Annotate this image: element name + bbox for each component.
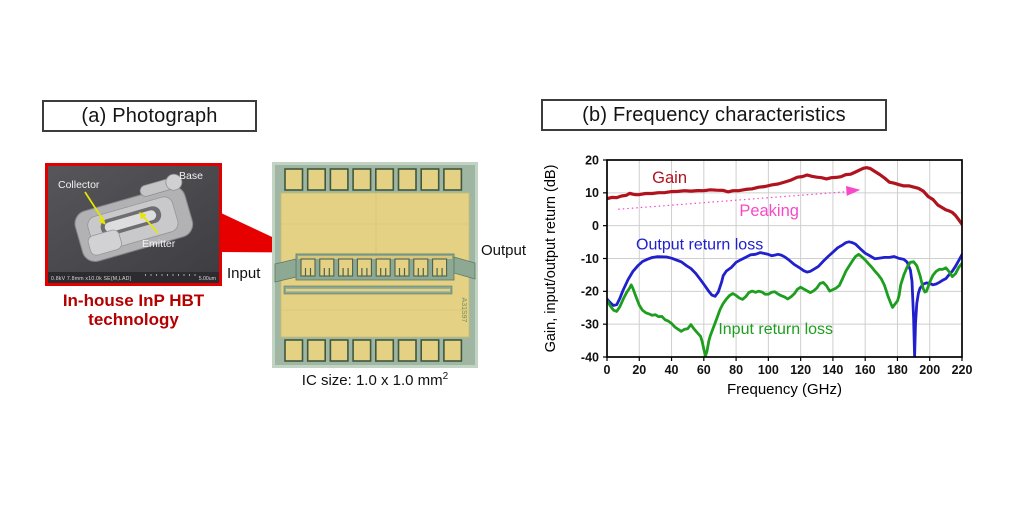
chip-pads-bottom — [284, 339, 463, 362]
chip-input-taper — [274, 258, 297, 283]
svg-text:40: 40 — [665, 363, 679, 377]
curve-label-2: Output return loss — [636, 236, 763, 253]
svg-text:180: 180 — [887, 363, 908, 377]
svg-text:20: 20 — [585, 153, 599, 167]
emitter-arrow — [141, 214, 159, 234]
chip-output-taper — [453, 256, 476, 280]
svg-text:-10: -10 — [581, 252, 599, 266]
peaking-arrowhead — [845, 185, 861, 196]
input-label: Input — [227, 265, 261, 282]
x-tick-labels: 0 20 40 60 80 100 120 140 160 180 200 220 — [604, 363, 973, 377]
svg-text:0: 0 — [604, 363, 611, 377]
curve-label-1: Peaking — [739, 202, 799, 220]
sem-info-left: 0.8kV 7.8mm x10.0k SE(M,LAD) — [51, 276, 132, 282]
panel-a-title: (a) Photograph — [81, 104, 218, 127]
series-curves — [607, 166, 962, 357]
base-label: Base — [179, 170, 203, 182]
curve-label-3: Input return loss — [718, 321, 833, 338]
curve-1 — [607, 240, 962, 357]
svg-text:20: 20 — [632, 363, 646, 377]
chip-bus-line — [298, 256, 452, 259]
sem-photo: Collector Base Emitter 0.8kV 7.8mm x10.0… — [45, 163, 222, 286]
svg-text:-30: -30 — [581, 317, 599, 331]
base-contact — [165, 173, 183, 191]
ic-size-caption: IC size: 1.0 x 1.0 mm2 — [301, 371, 449, 389]
curve-2 — [607, 252, 962, 357]
output-label: Output — [481, 242, 527, 259]
panel-b-title: (b) Frequency characteristics — [582, 103, 846, 126]
curve-0 — [607, 166, 962, 226]
svg-text:80: 80 — [729, 363, 743, 377]
svg-text:140: 140 — [822, 363, 843, 377]
hbt-device — [74, 173, 194, 263]
collector-label: Collector — [58, 179, 100, 191]
y-tick-labels: 20 10 0 -10 -20 -30 -40 — [581, 153, 599, 364]
emitter-label: Emitter — [142, 238, 176, 250]
sem-caption: In-house InP HBT technology — [36, 291, 231, 329]
curve-label-0: Gain — [652, 169, 687, 187]
svg-text:-40: -40 — [581, 350, 599, 364]
panel-a-title-box: (a) Photograph — [42, 100, 257, 132]
sem-info-right: 5.00um — [199, 276, 216, 282]
sem-caption-line2: technology — [88, 310, 179, 329]
sem-caption-line1: In-house InP HBT — [62, 291, 205, 310]
svg-text:10: 10 — [585, 186, 599, 200]
collector-arrow — [84, 191, 104, 221]
svg-text:200: 200 — [919, 363, 940, 377]
y-axis-label: Gain, input/output return (dB) — [543, 165, 559, 353]
chip-pads-top — [284, 168, 463, 191]
svg-text:120: 120 — [790, 363, 811, 377]
svg-text:160: 160 — [855, 363, 876, 377]
axis-ticks — [603, 159, 963, 361]
chip-photo: A31S97 — [272, 162, 478, 368]
sem-info-bar — [48, 272, 219, 283]
svg-text:-20: -20 — [581, 285, 599, 299]
svg-text:0: 0 — [592, 219, 599, 233]
svg-text:60: 60 — [697, 363, 711, 377]
collector-arrowhead — [98, 216, 106, 225]
chip-amp-cells — [300, 258, 448, 277]
x-axis-label: Frequency (GHz) — [727, 381, 842, 398]
sem-photo-svg: Collector Base Emitter 0.8kV 7.8mm x10.0… — [48, 166, 219, 283]
panel-b-title-box: (b) Frequency characteristics — [541, 99, 887, 131]
collector-pad — [87, 229, 122, 256]
emitter-arrowhead — [139, 212, 147, 220]
chip-seams — [281, 193, 469, 311]
die-marking: A31S97 — [460, 298, 467, 323]
svg-text:100: 100 — [758, 363, 779, 377]
svg-text:220: 220 — [952, 363, 973, 377]
